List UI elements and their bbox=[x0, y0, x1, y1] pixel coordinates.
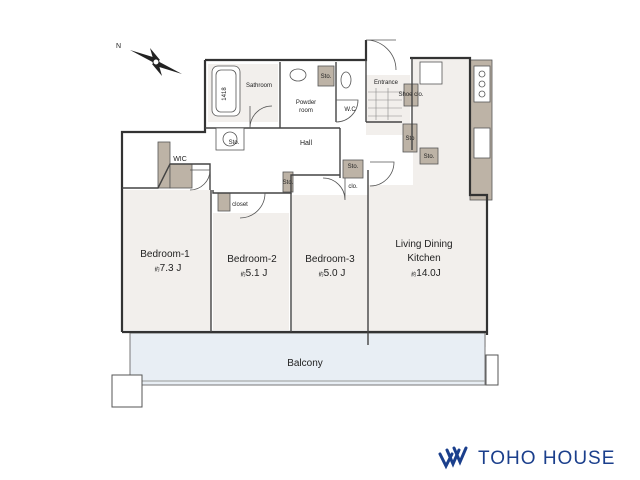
hall-label: Hall bbox=[300, 140, 313, 147]
ldk-door bbox=[369, 161, 395, 187]
bedroom2-size-value: 5.1 J bbox=[246, 268, 268, 279]
bedroom1-size: 約7.3 J bbox=[155, 263, 182, 274]
sto-label: Sto bbox=[405, 136, 415, 142]
area-prefix: 約 bbox=[319, 271, 324, 278]
ldk-area bbox=[368, 185, 486, 347]
fridge bbox=[419, 61, 443, 85]
compass-needle bbox=[150, 48, 160, 62]
entrance-tiles bbox=[368, 88, 402, 120]
room-fills bbox=[123, 58, 486, 347]
compass-label: N bbox=[116, 43, 121, 50]
hall-sto-block bbox=[342, 159, 364, 179]
burner bbox=[478, 70, 486, 78]
balcony-label: Balcony bbox=[287, 358, 323, 369]
wall-hall-bottom bbox=[212, 174, 340, 194]
sto-label: Sto. bbox=[229, 140, 240, 146]
sto-label: Sto. bbox=[424, 154, 435, 160]
kitchen-sink bbox=[473, 127, 491, 159]
bath-size-label: 1418 bbox=[222, 87, 228, 101]
compass: N bbox=[116, 43, 182, 76]
clo-label: clo. bbox=[348, 184, 358, 190]
wc-door bbox=[335, 99, 359, 123]
area-prefix: 約 bbox=[155, 266, 160, 273]
wic-corner bbox=[169, 163, 193, 189]
burner bbox=[478, 80, 486, 88]
sto-label: Sto. bbox=[321, 74, 332, 80]
wc-sto-block bbox=[317, 65, 335, 87]
brand: TOHO HOUSE bbox=[438, 446, 615, 472]
bathroom-label: Sathroom bbox=[246, 83, 272, 89]
bedroom2-name: Bedroom-2 bbox=[227, 254, 277, 265]
shoe-clo-block bbox=[403, 83, 419, 107]
ldk-name-line1: Living Dining bbox=[395, 239, 452, 250]
area-prefix: 約 bbox=[411, 271, 416, 278]
bed2-door bbox=[239, 192, 266, 219]
bedroom3-size: 約5.0 J bbox=[319, 268, 346, 279]
washbasin bbox=[289, 68, 307, 82]
sto-label: Sto. bbox=[283, 180, 294, 186]
bed1-door bbox=[189, 169, 211, 191]
bathtub-inner bbox=[215, 69, 237, 113]
bath-door bbox=[249, 105, 273, 129]
entrance-door bbox=[365, 39, 397, 71]
powder-label-2: room bbox=[299, 108, 313, 114]
toho-house-logo-icon bbox=[438, 446, 468, 470]
bed3-door bbox=[322, 177, 346, 201]
wic-label: WIC bbox=[173, 156, 187, 163]
balcony-post-right bbox=[485, 354, 499, 386]
entrance-sto-block bbox=[402, 123, 418, 153]
outer-wall bbox=[205, 40, 368, 62]
powder-label-1: Powder bbox=[296, 100, 316, 106]
bedroom2-size: 約5.1 J bbox=[241, 268, 268, 279]
bedroom3-sto-block bbox=[282, 171, 294, 193]
balcony-posts bbox=[111, 354, 499, 408]
bedroom2-area bbox=[213, 213, 289, 330]
ldk-sto-block bbox=[419, 147, 439, 165]
fixtures bbox=[211, 61, 491, 159]
entrance-label: Entrance bbox=[374, 80, 399, 86]
closet-label: closet bbox=[232, 202, 248, 208]
bedroom3-name: Bedroom-3 bbox=[305, 254, 355, 265]
area-prefix: 約 bbox=[241, 271, 246, 278]
bedroom1-size-value: 7.3 J bbox=[160, 263, 182, 274]
bedroom2-closet-block bbox=[217, 192, 231, 212]
ldk-name-line2: Kitchen bbox=[407, 253, 440, 264]
bedroom3-area bbox=[292, 195, 368, 330]
balcony-post-left bbox=[111, 374, 143, 408]
bedroom3-size-value: 5.0 J bbox=[324, 268, 346, 279]
wc-label: W.C bbox=[344, 107, 356, 113]
wic-storage bbox=[157, 141, 171, 189]
room-labels: Bedroom-1 約7.3 J Bedroom-2 約5.1 J Bedroo… bbox=[140, 74, 452, 369]
toilet bbox=[340, 71, 352, 89]
ldk-size: 約14.0J bbox=[411, 268, 440, 279]
brand-name: TOHO HOUSE bbox=[478, 448, 616, 469]
sto-label: Sto. bbox=[348, 164, 359, 170]
compass-center bbox=[152, 58, 160, 66]
ldk-size-value: 14.0J bbox=[416, 268, 440, 279]
balcony-area bbox=[129, 332, 486, 386]
doors bbox=[189, 39, 397, 219]
shoe-clo-label: Shoe clo. bbox=[398, 92, 423, 98]
washer-drum bbox=[222, 131, 238, 147]
walls bbox=[120, 40, 489, 335]
compass-needle bbox=[152, 62, 162, 76]
burner bbox=[478, 90, 486, 98]
bedroom1-area bbox=[123, 190, 211, 330]
outer-wall-left bbox=[120, 60, 207, 332]
outer-wall-right bbox=[410, 56, 489, 335]
bedroom1-name: Bedroom-1 bbox=[140, 249, 190, 260]
